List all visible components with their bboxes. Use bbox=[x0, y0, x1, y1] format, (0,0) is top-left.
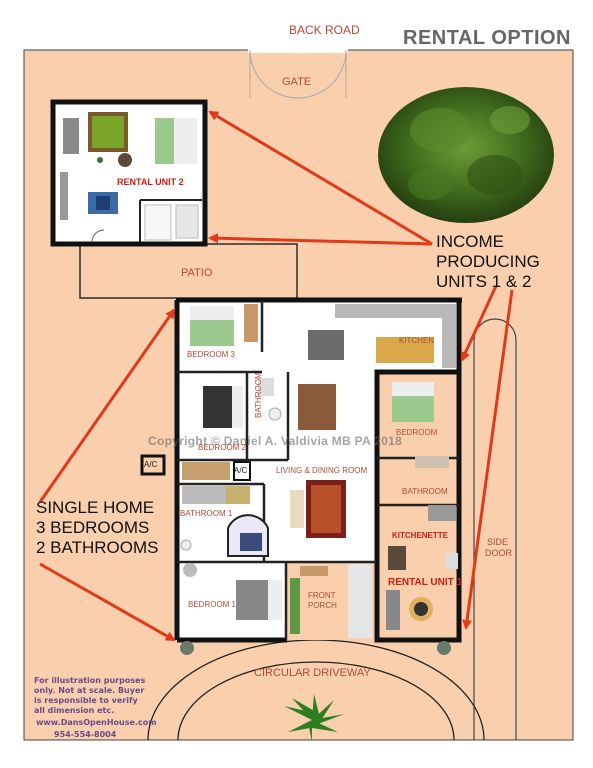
page-title: RENTAL OPTION bbox=[403, 27, 571, 49]
website-text: www.DansOpenHouse.com bbox=[36, 718, 157, 727]
kitchen-label: KITCHEN bbox=[399, 336, 435, 345]
bedroom-1-label: BEDROOM 1 bbox=[188, 600, 237, 609]
income-units-label: INCOME PRODUCING UNITS 1 & 2 bbox=[436, 232, 540, 291]
back-road-label: BACK ROAD bbox=[289, 23, 360, 37]
ac-label-1: A/C bbox=[144, 460, 158, 469]
bedroom-unit1-label: BEDROOM bbox=[396, 428, 438, 437]
shrub bbox=[180, 641, 194, 655]
gate-doors bbox=[249, 49, 347, 99]
phone-text: 954-554-8004 bbox=[54, 730, 117, 739]
side-door-label-1: SIDE bbox=[487, 537, 509, 547]
circular-driveway-label: CIRCULAR DRIVEWAY bbox=[254, 667, 371, 679]
tree bbox=[378, 87, 554, 223]
palm bbox=[284, 694, 344, 742]
side-door-label-2: DOOR bbox=[485, 548, 512, 558]
bathroom-vertical-label: BATHROOM bbox=[254, 372, 263, 418]
gate-label: GATE bbox=[282, 76, 312, 88]
bathroom-1-label: BATHROOM 1 bbox=[180, 509, 233, 518]
arrows bbox=[38, 110, 514, 642]
front-porch-label-2: PORCH bbox=[308, 601, 337, 610]
bedroom-2-label: BEDROOM 2 bbox=[198, 443, 247, 452]
living-dining-label: LIVING & DINING ROOM bbox=[276, 466, 368, 475]
bedroom-3-label: BEDROOM 3 bbox=[187, 350, 236, 359]
rental-unit-1-label: RENTAL UNIT 1 bbox=[388, 577, 463, 588]
single-home-label: SINGLE HOME 3 BEDROOMS 2 BATHROOMS bbox=[36, 498, 159, 557]
front-porch-label-1: FRONT bbox=[308, 591, 336, 600]
main-house-furniture bbox=[180, 304, 458, 638]
unit2-furniture bbox=[60, 112, 199, 241]
ac-box-1 bbox=[140, 454, 166, 476]
bathroom-unit1-label: BATHROOM bbox=[402, 487, 448, 496]
ac-label-2: A/C bbox=[234, 466, 248, 475]
ac-box-2 bbox=[233, 461, 251, 481]
rental-unit-2-label: RENTAL UNIT 2 bbox=[117, 177, 184, 187]
patio-label: PATIO bbox=[181, 267, 213, 279]
circular-driveway bbox=[147, 639, 485, 741]
copyright-watermark: Copyright © Daniel A. Valdivia MB PA 201… bbox=[148, 434, 403, 448]
kitchenette-label: KITCHENETTE bbox=[392, 531, 448, 540]
disclaimer-text: For illustration purposes only. Not at s… bbox=[34, 676, 146, 715]
shrub bbox=[437, 641, 451, 655]
